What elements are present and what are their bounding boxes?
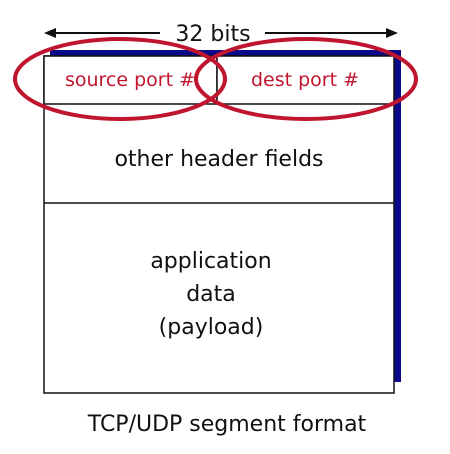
source-port-label: source port # <box>65 69 195 91</box>
payload-line-3: (payload) <box>159 315 264 340</box>
width-label: 32 bits <box>175 22 250 47</box>
caption: TCP/UDP segment format <box>87 412 367 437</box>
other-header-fields-label: other header fields <box>114 147 323 172</box>
payload-line-2: data <box>186 282 236 307</box>
width-arrow-left-head <box>44 28 56 38</box>
width-arrow-right-head <box>386 28 398 38</box>
segment-box <box>43 55 395 394</box>
width-dimension: 32 bits <box>44 22 398 47</box>
payload-line-1: application <box>150 249 271 274</box>
segment-outline <box>43 55 395 394</box>
source-port-highlight-oval <box>13 37 227 121</box>
dest-port-highlight-oval <box>194 37 418 121</box>
dest-port-field <box>216 55 395 105</box>
dest-port-label: dest port # <box>251 69 359 91</box>
